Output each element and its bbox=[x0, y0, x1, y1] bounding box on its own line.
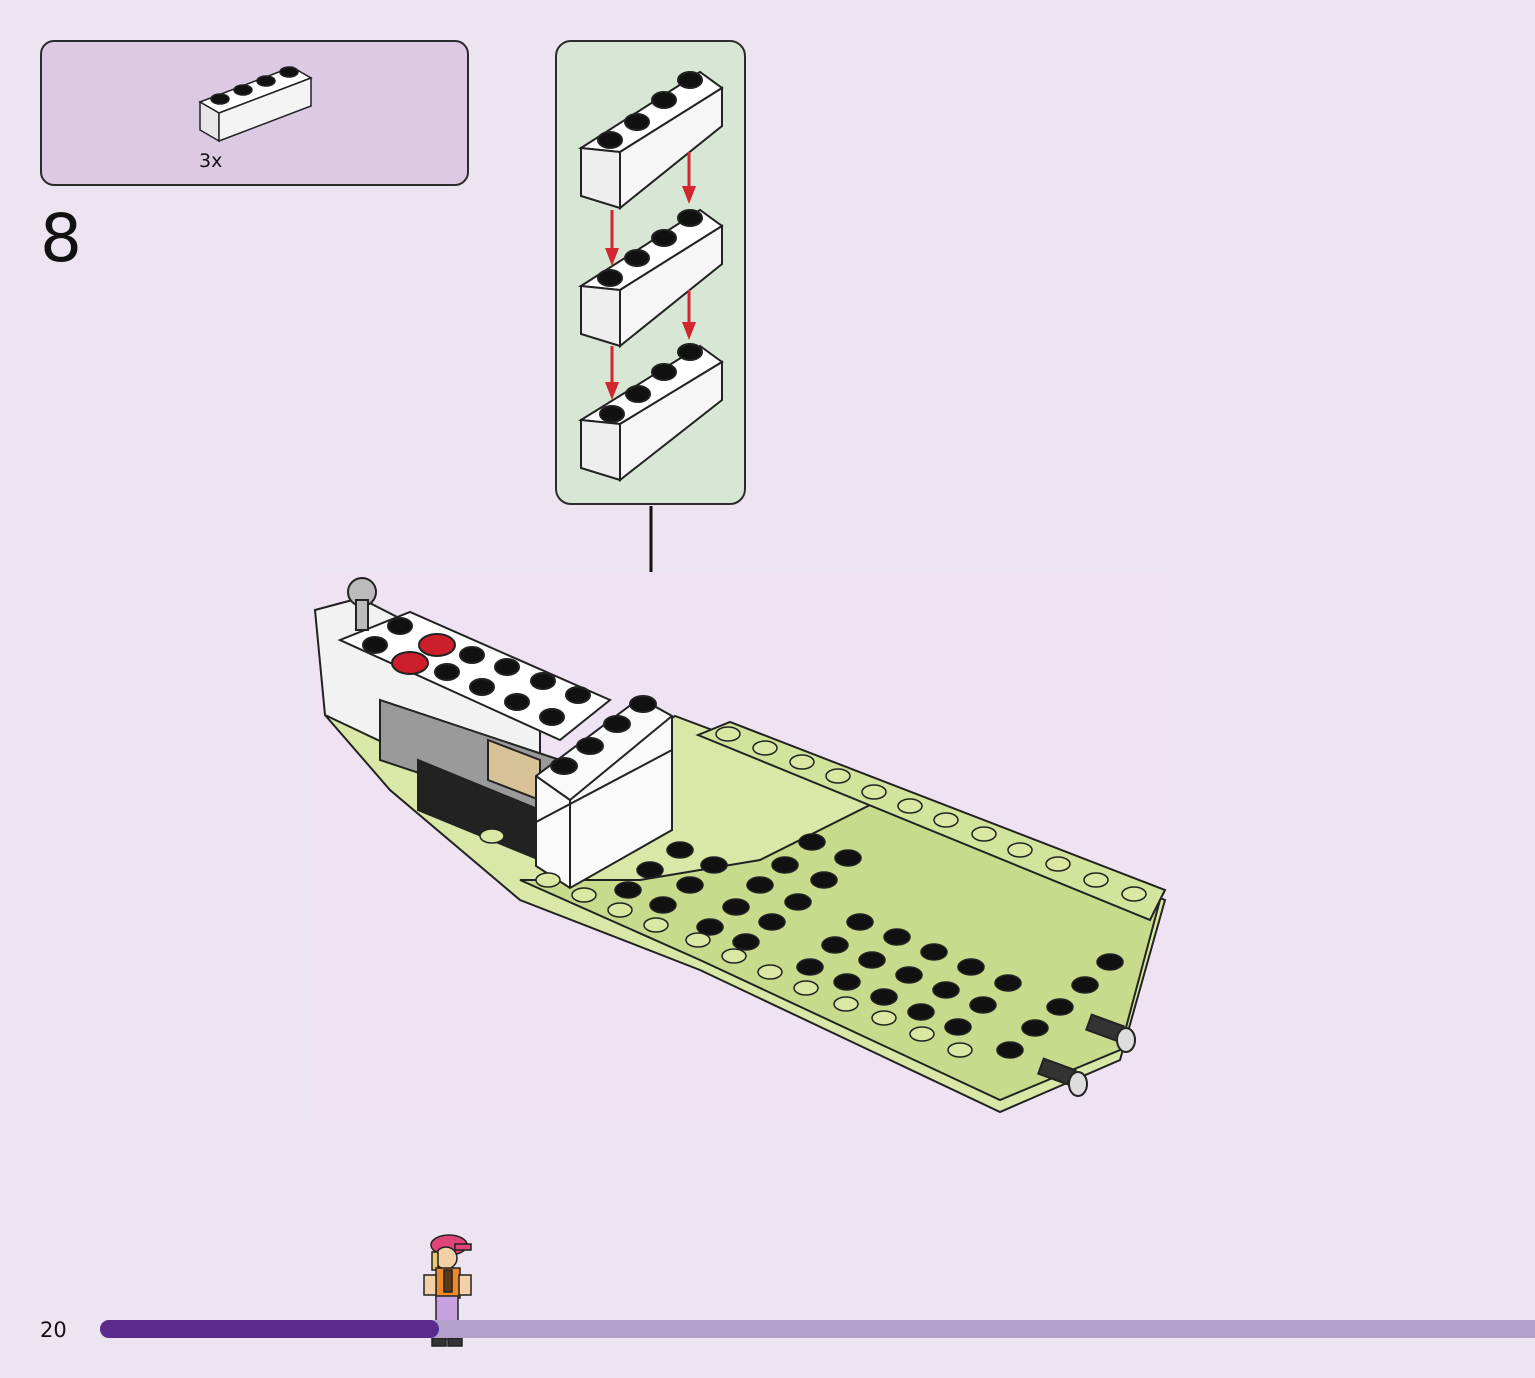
deck-studs bbox=[614, 833, 1124, 1059]
page-number: 20 bbox=[40, 1318, 67, 1342]
minifigure-icon bbox=[423, 1234, 472, 1347]
antenna-stem bbox=[355, 599, 369, 631]
sub-assembly-stack-icon bbox=[577, 70, 724, 483]
red-arrows bbox=[605, 152, 696, 400]
step-number: 8 bbox=[40, 200, 82, 277]
red-stud bbox=[391, 651, 429, 675]
boat-model-icon bbox=[313, 577, 1167, 1114]
hull-side-wall bbox=[695, 720, 1167, 922]
edge-studs bbox=[479, 726, 1147, 1058]
red-stud bbox=[418, 633, 456, 657]
progress-bar bbox=[100, 1320, 1535, 1338]
parts-count-label: 3x bbox=[199, 150, 223, 172]
stack-brick-top bbox=[578, 70, 724, 211]
progress-fill bbox=[100, 1320, 439, 1338]
stack-brick-bottom bbox=[577, 343, 724, 483]
white-brick-1x4-icon bbox=[198, 66, 313, 143]
cabin-top bbox=[337, 610, 612, 742]
propeller-shafts bbox=[1037, 1013, 1136, 1097]
stack-brick-middle bbox=[578, 208, 724, 349]
